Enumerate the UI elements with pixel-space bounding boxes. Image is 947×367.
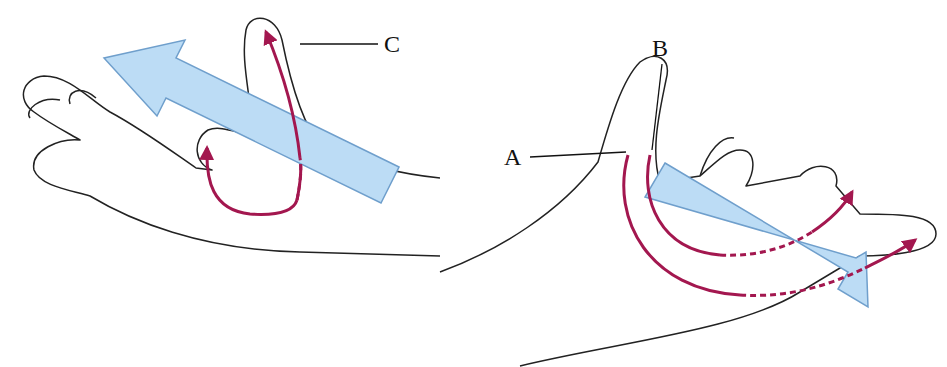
part-label: B [652, 36, 668, 60]
part-label: A [504, 145, 521, 169]
right-hand [440, 56, 936, 366]
left-hand [23, 18, 440, 256]
leader-line [300, 44, 662, 157]
field-curve [624, 155, 915, 295]
part-label: C [384, 32, 400, 56]
field-curve [207, 32, 301, 214]
force-arrow [104, 40, 399, 203]
force-arrow [645, 163, 868, 307]
